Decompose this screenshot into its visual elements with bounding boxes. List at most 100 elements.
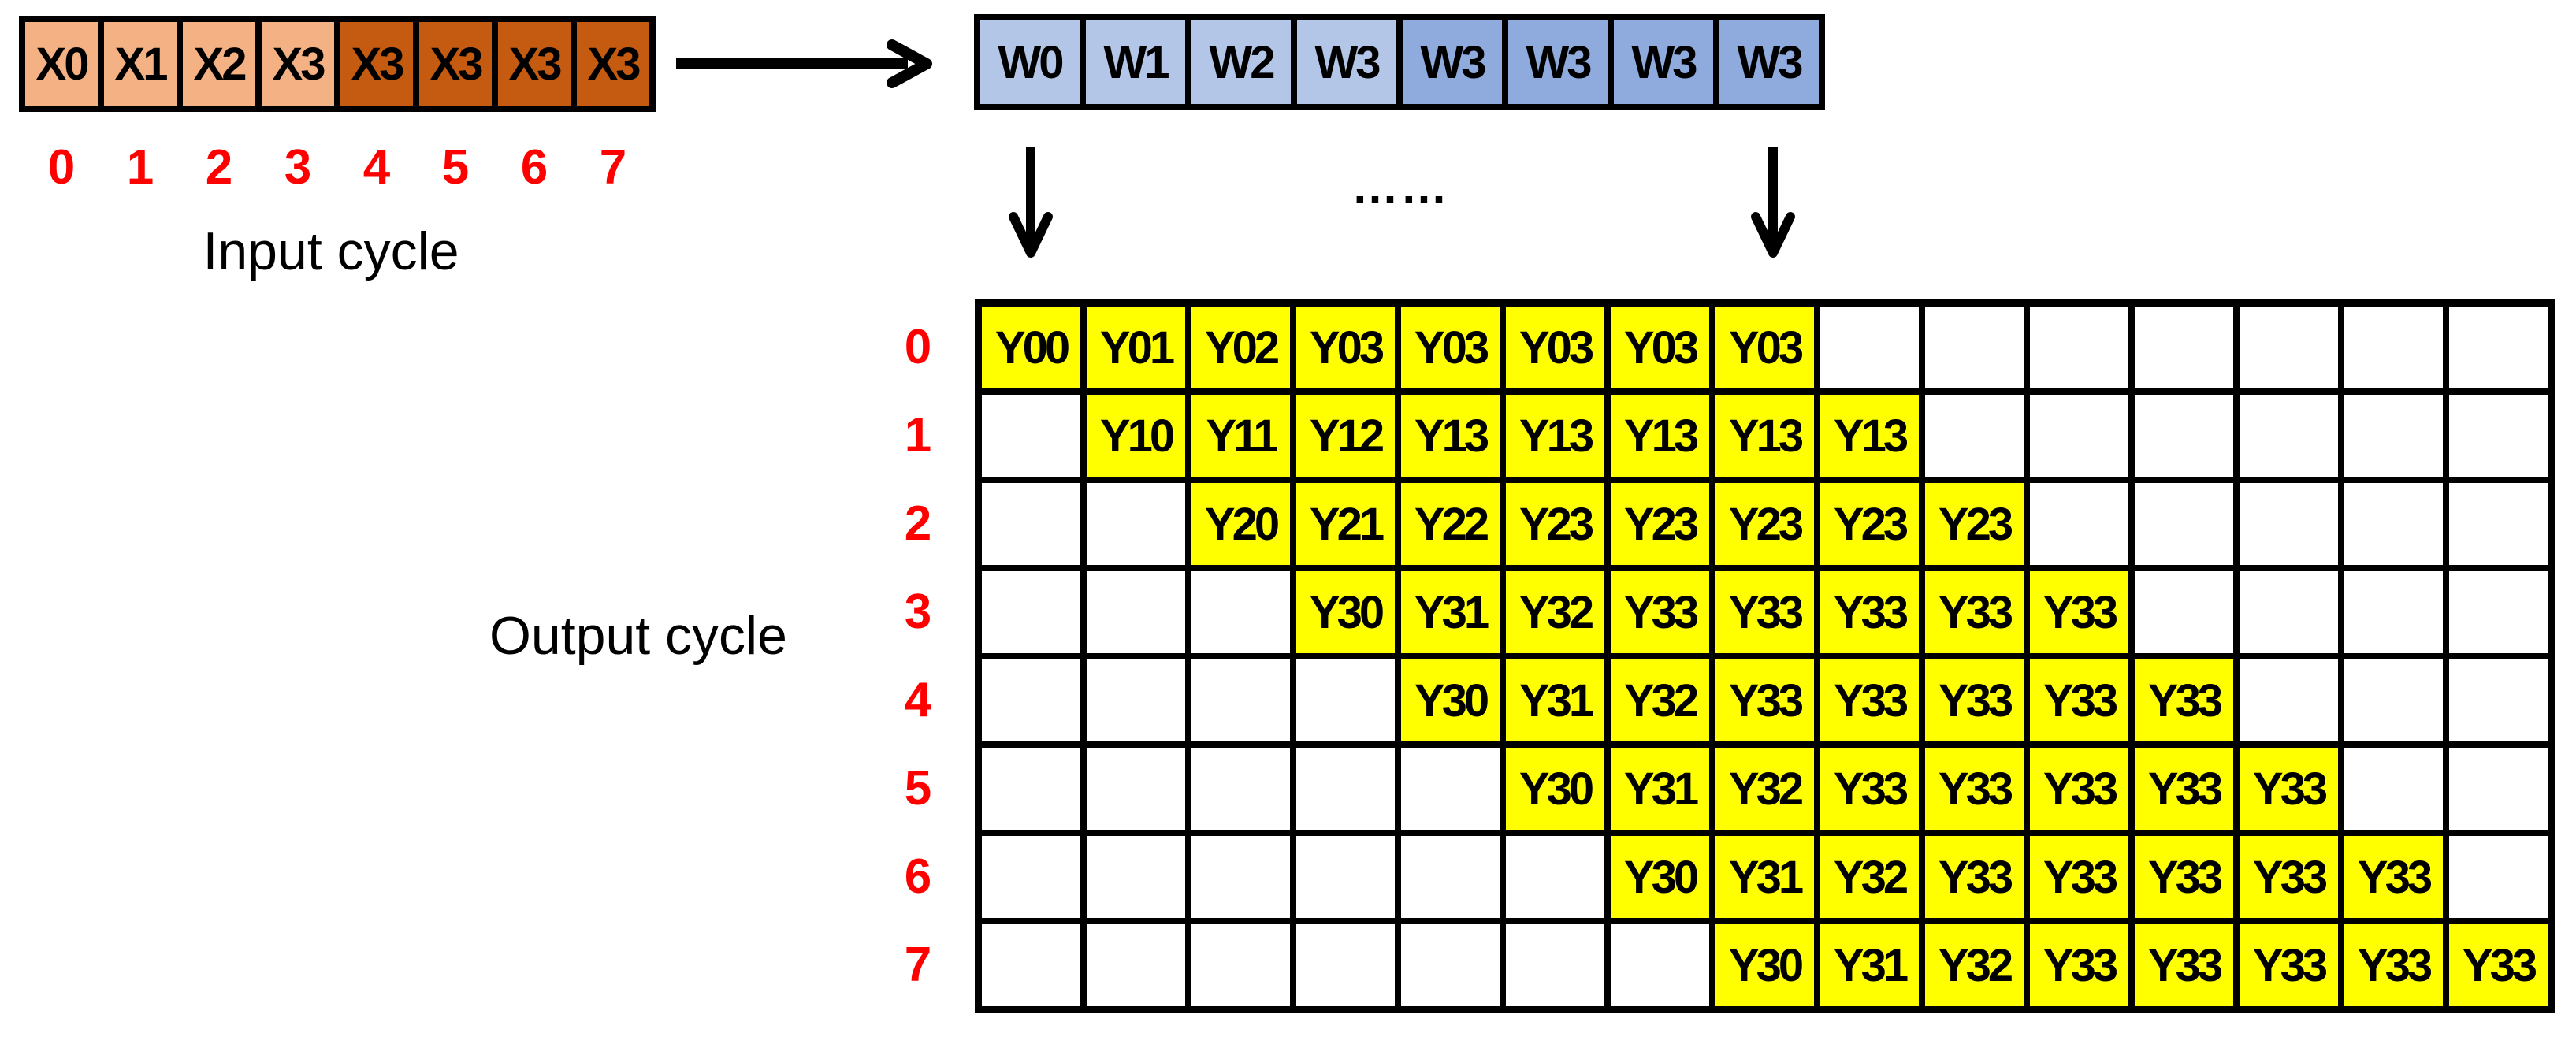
output-cell: Y32 [1820, 836, 1919, 918]
output-cell: Y13 [1506, 395, 1604, 477]
output-cell: Y30 [1506, 748, 1604, 830]
output-cycle-label: Output cycle [489, 606, 787, 666]
input-cycle-index: 6 [520, 140, 548, 195]
output-cell: Y31 [1715, 836, 1814, 918]
output-cell-empty [1296, 748, 1395, 830]
output-cell: Y10 [1087, 395, 1185, 477]
output-cell: Y13 [1715, 395, 1814, 477]
output-cell: Y30 [1715, 924, 1814, 1006]
output-cell-empty [1820, 307, 1919, 388]
output-cell: Y23 [1715, 483, 1814, 565]
output-cell-empty [1191, 659, 1290, 741]
output-cell-empty [1191, 836, 1290, 918]
input-cell: X2 [183, 22, 255, 106]
output-cell-empty [1296, 836, 1395, 918]
output-cycle-index: 7 [904, 938, 932, 992]
output-cell: Y30 [1296, 571, 1395, 653]
output-cycle-index: 6 [904, 849, 932, 904]
output-cell: Y33 [1925, 836, 2024, 918]
input-cycle-index: 5 [441, 140, 470, 195]
output-cycle-index: 4 [904, 673, 932, 727]
output-cell: Y13 [1611, 395, 1709, 477]
output-cell-empty [2449, 483, 2548, 565]
output-cell: Y33 [2030, 748, 2128, 830]
output-cell: Y32 [1925, 924, 2024, 1006]
weight-cell: W3 [1719, 20, 1819, 104]
down-arrow-icon [1009, 147, 1053, 258]
output-cell-empty [1925, 307, 2024, 388]
output-cell-empty [1401, 924, 1500, 1006]
output-cycle-index: 5 [904, 761, 932, 816]
output-cell: Y02 [1191, 307, 1290, 388]
weight-cell: W0 [980, 20, 1080, 104]
weight-cell: W3 [1403, 20, 1502, 104]
output-cell-empty [2449, 659, 2548, 741]
output-cell-empty [1296, 924, 1395, 1006]
output-cell-empty [2240, 659, 2338, 741]
output-cell: Y33 [2135, 659, 2233, 741]
output-cell: Y33 [2135, 748, 2233, 830]
output-cell: Y31 [1401, 571, 1500, 653]
output-cell-empty [2344, 659, 2443, 741]
output-cell-empty [2449, 836, 2548, 918]
output-cycle-index: 0 [904, 320, 932, 374]
output-cell: Y33 [2030, 836, 2128, 918]
output-cell-empty [2449, 571, 2548, 653]
output-cell: Y30 [1611, 836, 1709, 918]
weight-cell: W3 [1614, 20, 1713, 104]
output-cell: Y23 [1820, 483, 1919, 565]
output-cell-empty [1191, 748, 1290, 830]
output-cell: Y03 [1611, 307, 1709, 388]
output-cell: Y33 [2030, 659, 2128, 741]
output-cell-empty [2240, 571, 2338, 653]
output-cell-empty [1087, 836, 1185, 918]
output-cell: Y33 [1925, 659, 2024, 741]
output-cell-empty [2344, 395, 2443, 477]
input-cycle-index: 0 [47, 140, 76, 195]
output-cell: Y03 [1506, 307, 1604, 388]
output-cell: Y33 [2344, 924, 2443, 1006]
input-cell: X0 [25, 22, 98, 106]
output-cell-empty [982, 924, 1080, 1006]
output-cell-empty [2240, 307, 2338, 388]
output-cell-empty [2030, 307, 2128, 388]
weight-cell: W1 [1086, 20, 1185, 104]
output-cycle-index: 2 [904, 496, 932, 551]
output-cell-empty [982, 395, 1080, 477]
weight-cell: W3 [1297, 20, 1396, 104]
output-cell-empty [2344, 571, 2443, 653]
output-cell: Y33 [1820, 659, 1919, 741]
output-cell-empty [1506, 924, 1604, 1006]
output-cell-empty [982, 659, 1080, 741]
output-cell: Y03 [1715, 307, 1814, 388]
output-cell: Y31 [1820, 924, 1919, 1006]
output-cell: Y23 [1925, 483, 2024, 565]
output-cell: Y22 [1401, 483, 1500, 565]
output-cell: Y33 [2240, 924, 2338, 1006]
output-cell: Y30 [1401, 659, 1500, 741]
output-cell: Y33 [1925, 748, 2024, 830]
input-cell: X3 [340, 22, 413, 106]
output-cell: Y03 [1296, 307, 1395, 388]
output-cell-empty [1087, 571, 1185, 653]
input-cell: X1 [104, 22, 177, 106]
input-cell: X3 [262, 22, 334, 106]
output-cell-empty [2344, 307, 2443, 388]
output-cell-empty [2449, 748, 2548, 830]
input-cycle-index: 1 [126, 140, 154, 195]
output-cell: Y13 [1401, 395, 1500, 477]
output-cell-empty [2240, 483, 2338, 565]
ellipsis-dots: …… [1351, 161, 1449, 214]
output-cell: Y33 [2030, 571, 2128, 653]
output-cell-empty [982, 836, 1080, 918]
output-cell-empty [1296, 659, 1395, 741]
output-cell: Y33 [1715, 659, 1814, 741]
output-cell-empty [2344, 483, 2443, 565]
output-cell-empty [1611, 924, 1709, 1006]
output-cell: Y32 [1611, 659, 1709, 741]
